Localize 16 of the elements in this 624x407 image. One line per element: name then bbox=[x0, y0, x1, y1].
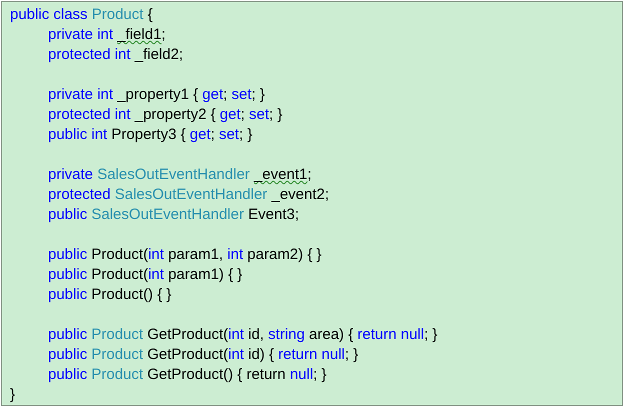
code-line: public Product GetProduct() { return null; } bbox=[48, 366, 327, 384]
code-line: protected int _field2; bbox=[48, 46, 184, 64]
code-line: public Product() { } bbox=[48, 286, 172, 304]
code-line: protected int _property2 { get; set; } bbox=[48, 106, 282, 124]
code-line: public int Property3 { get; set; } bbox=[48, 126, 252, 144]
code-line: private SalesOutEventHandler _event1; bbox=[48, 166, 312, 184]
code-line: public Product GetProduct(int id) { return null; } bbox=[48, 346, 358, 364]
code-line: public Product GetProduct(int id, string area) { return null; } bbox=[48, 326, 438, 344]
code-line: private int _field1; bbox=[48, 26, 166, 44]
code-line: } bbox=[10, 386, 16, 404]
code-line: public Product(int param1) { } bbox=[48, 266, 242, 284]
code-line: private int _property1 { get; set; } bbox=[48, 86, 265, 104]
code-line: public class Product { bbox=[10, 6, 153, 24]
code-line: public SalesOutEventHandler Event3; bbox=[48, 206, 300, 224]
code-line: public Product(int param1, int param2) { } bbox=[48, 246, 322, 264]
code-line: protected SalesOutEventHandler _event2; bbox=[48, 186, 330, 204]
